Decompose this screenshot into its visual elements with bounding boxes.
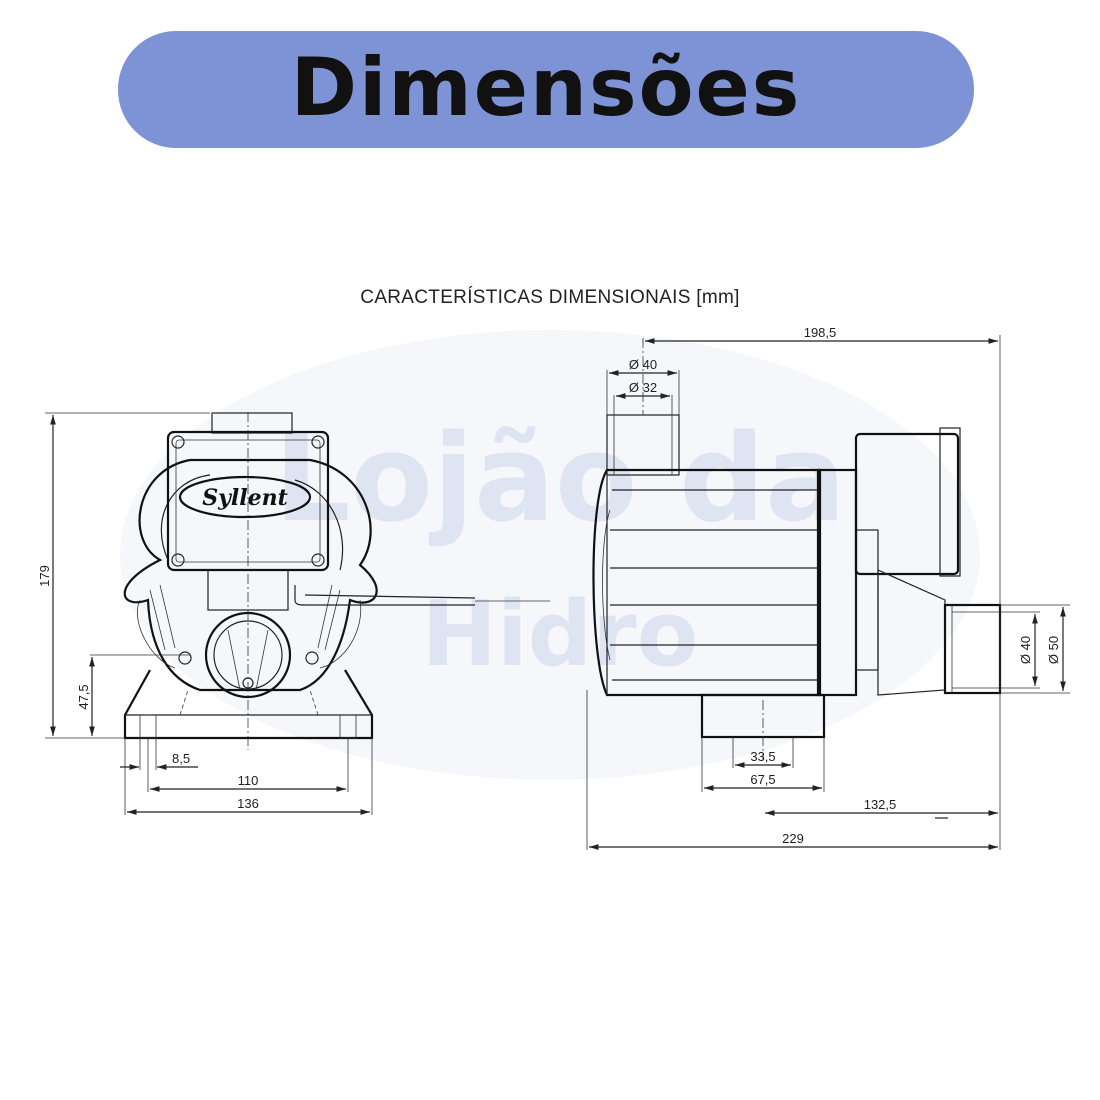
dim-outlet-inner: Ø 40 <box>1018 636 1033 664</box>
front-bolt <box>305 651 319 665</box>
dim-height: 179 <box>37 565 52 587</box>
dim-foot-to-end: 132,5 <box>864 797 897 812</box>
dim-top-length: 198,5 <box>804 325 837 340</box>
syllent-logo-text: Syllent <box>202 485 288 511</box>
dim-foot-inner: 33,5 <box>750 749 775 764</box>
watermark-line-1: Lojão da <box>274 410 846 549</box>
side-terminal-box <box>854 432 960 576</box>
side-view: Ø 40 Ø 32 198,5 Ø 40 Ø 50 33,5 67,5 132,… <box>586 325 1070 850</box>
dim-hole: 8,5 <box>172 751 190 766</box>
title-banner: Dimensões <box>118 31 974 148</box>
dim-total-length: 229 <box>782 831 804 846</box>
drawing-title: CARACTERÍSTICAS DIMENSIONAIS [mm] <box>360 287 740 308</box>
front-volute-body <box>123 458 378 692</box>
watermark: Lojão da Hidro <box>120 330 980 780</box>
banner-title: Dimensões <box>290 40 802 134</box>
syllent-logo <box>178 475 312 519</box>
dim-hole-spacing: 110 <box>238 773 259 788</box>
dim-base-width: 136 <box>237 796 259 811</box>
front-bolt <box>178 651 192 665</box>
dim-shaft-height: 47,5 <box>76 684 91 709</box>
watermark-line-2: Hidro <box>422 582 699 687</box>
dim-foot-outer: 67,5 <box>750 772 775 787</box>
front-view: Syllent 179 47,5 8,5 110 <box>37 412 550 815</box>
front-base <box>123 669 374 740</box>
dim-outlet-outer: Ø 50 <box>1046 636 1061 664</box>
